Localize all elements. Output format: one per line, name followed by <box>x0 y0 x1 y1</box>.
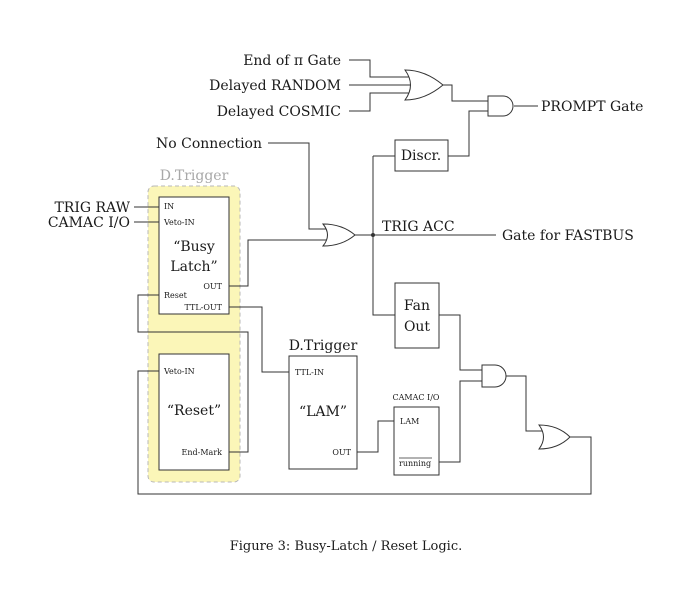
busy-latch-ttl-out: TTL-OUT <box>185 303 223 312</box>
lam-title: “LAM” <box>299 404 347 420</box>
busy-latch-box <box>158 196 230 315</box>
camac-running: running <box>399 459 431 468</box>
dtrigger-group-label: D.Trigger <box>160 168 229 184</box>
label-trig-raw: TRIG RAW <box>54 200 130 216</box>
label-no-connection: No Connection <box>156 136 262 152</box>
camac-box <box>393 406 440 476</box>
or-gate-2 <box>321 223 356 247</box>
discr-label: Discr. <box>401 148 441 164</box>
label-trig-acc: TRIG ACC <box>382 219 455 235</box>
wire-and2-to-or3 <box>506 375 542 432</box>
and-gate-2 <box>481 364 507 388</box>
busy-latch-out: OUT <box>203 282 222 291</box>
label-prompt-gate: PROMPT Gate <box>541 99 643 115</box>
or-gate-3 <box>538 424 571 450</box>
lam-ttl-in: TTL-IN <box>295 368 324 377</box>
reset-title: “Reset” <box>167 403 221 419</box>
lam-out: OUT <box>332 448 351 457</box>
label-end-of-pi-gate: End of π Gate <box>243 53 341 69</box>
reset-box <box>158 353 230 471</box>
wire-ttl-out-to-lam <box>229 306 289 373</box>
wire-end-of-pi <box>349 59 410 78</box>
label-gate-for-fastbus: Gate for FASTBUS <box>502 228 634 244</box>
figure-caption: Figure 3: Busy-Latch / Reset Logic. <box>230 539 463 554</box>
wire-fanout-to-and2 <box>439 314 482 371</box>
busy-latch-veto-in: Veto-IN <box>163 218 195 227</box>
or-gate-1 <box>404 69 444 101</box>
wire-busy-out-to-or2 <box>229 239 327 287</box>
discr-box <box>394 139 449 172</box>
fan-out-label-1: Fan <box>404 298 430 314</box>
wire-no-connection <box>268 142 327 230</box>
reset-end-mark: End-Mark <box>182 448 223 457</box>
wire-lam-out-to-camac <box>357 420 394 453</box>
wire-discr-to-and1 <box>448 110 488 157</box>
label-delayed-random: Delayed RANDOM <box>209 78 341 94</box>
wire-trig-acc-branch <box>372 156 395 316</box>
camac-header: CAMAC I/O <box>393 393 440 402</box>
fan-out-label-2: Out <box>404 319 430 335</box>
lam-box <box>288 355 358 470</box>
camac-lam: LAM <box>400 417 419 426</box>
busy-latch-title-1: “Busy <box>173 239 215 255</box>
wire-delayed-cosmic <box>349 92 410 112</box>
busy-latch-title-2: Latch” <box>170 259 217 275</box>
wire-reset-loop <box>137 294 249 453</box>
and-gate-1 <box>487 95 514 117</box>
wire-or1-to-and1 <box>443 84 488 102</box>
busy-latch-in: IN <box>164 202 174 211</box>
busy-latch-reset: Reset <box>164 291 188 300</box>
wire-or3-feedback <box>137 370 592 495</box>
wire-running-to-and2 <box>439 380 482 463</box>
fan-out-box <box>394 282 440 349</box>
label-camac-io: CAMAC I/O <box>48 215 130 231</box>
label-delayed-cosmic: Delayed COSMIC <box>217 104 341 120</box>
lam-header: D.Trigger <box>289 338 358 354</box>
reset-veto-in: Veto-IN <box>163 367 195 376</box>
